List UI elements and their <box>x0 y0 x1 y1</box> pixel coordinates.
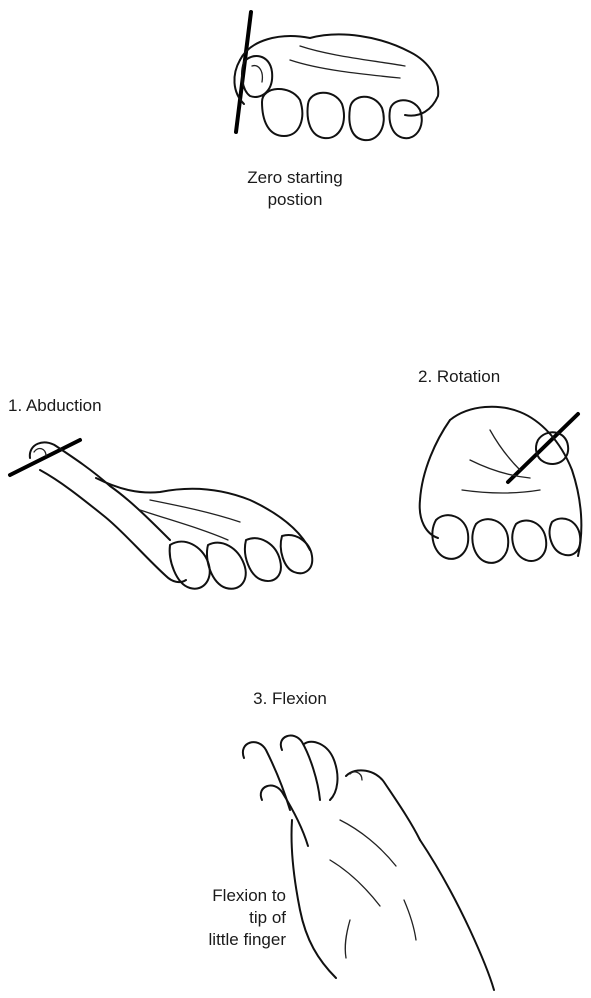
flexion-note-line1: Flexion to <box>170 885 286 907</box>
flexion-note-line3: little finger <box>170 929 286 951</box>
flexion-note-line2: tip of <box>170 907 286 929</box>
